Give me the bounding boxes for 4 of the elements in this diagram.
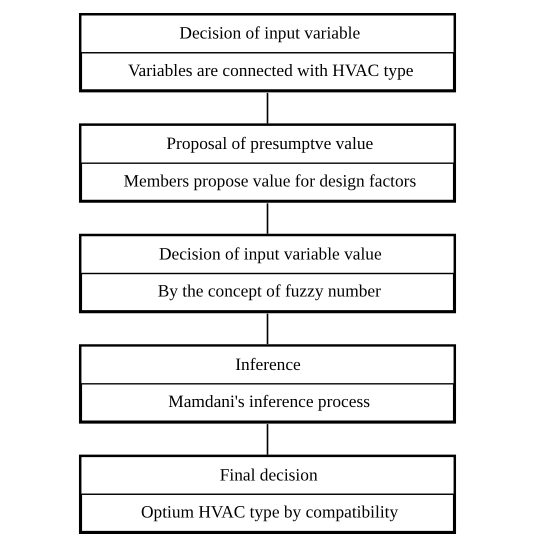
connector [266,92,268,124]
connector [266,424,268,454]
connector [266,203,268,234]
connector [266,314,268,344]
